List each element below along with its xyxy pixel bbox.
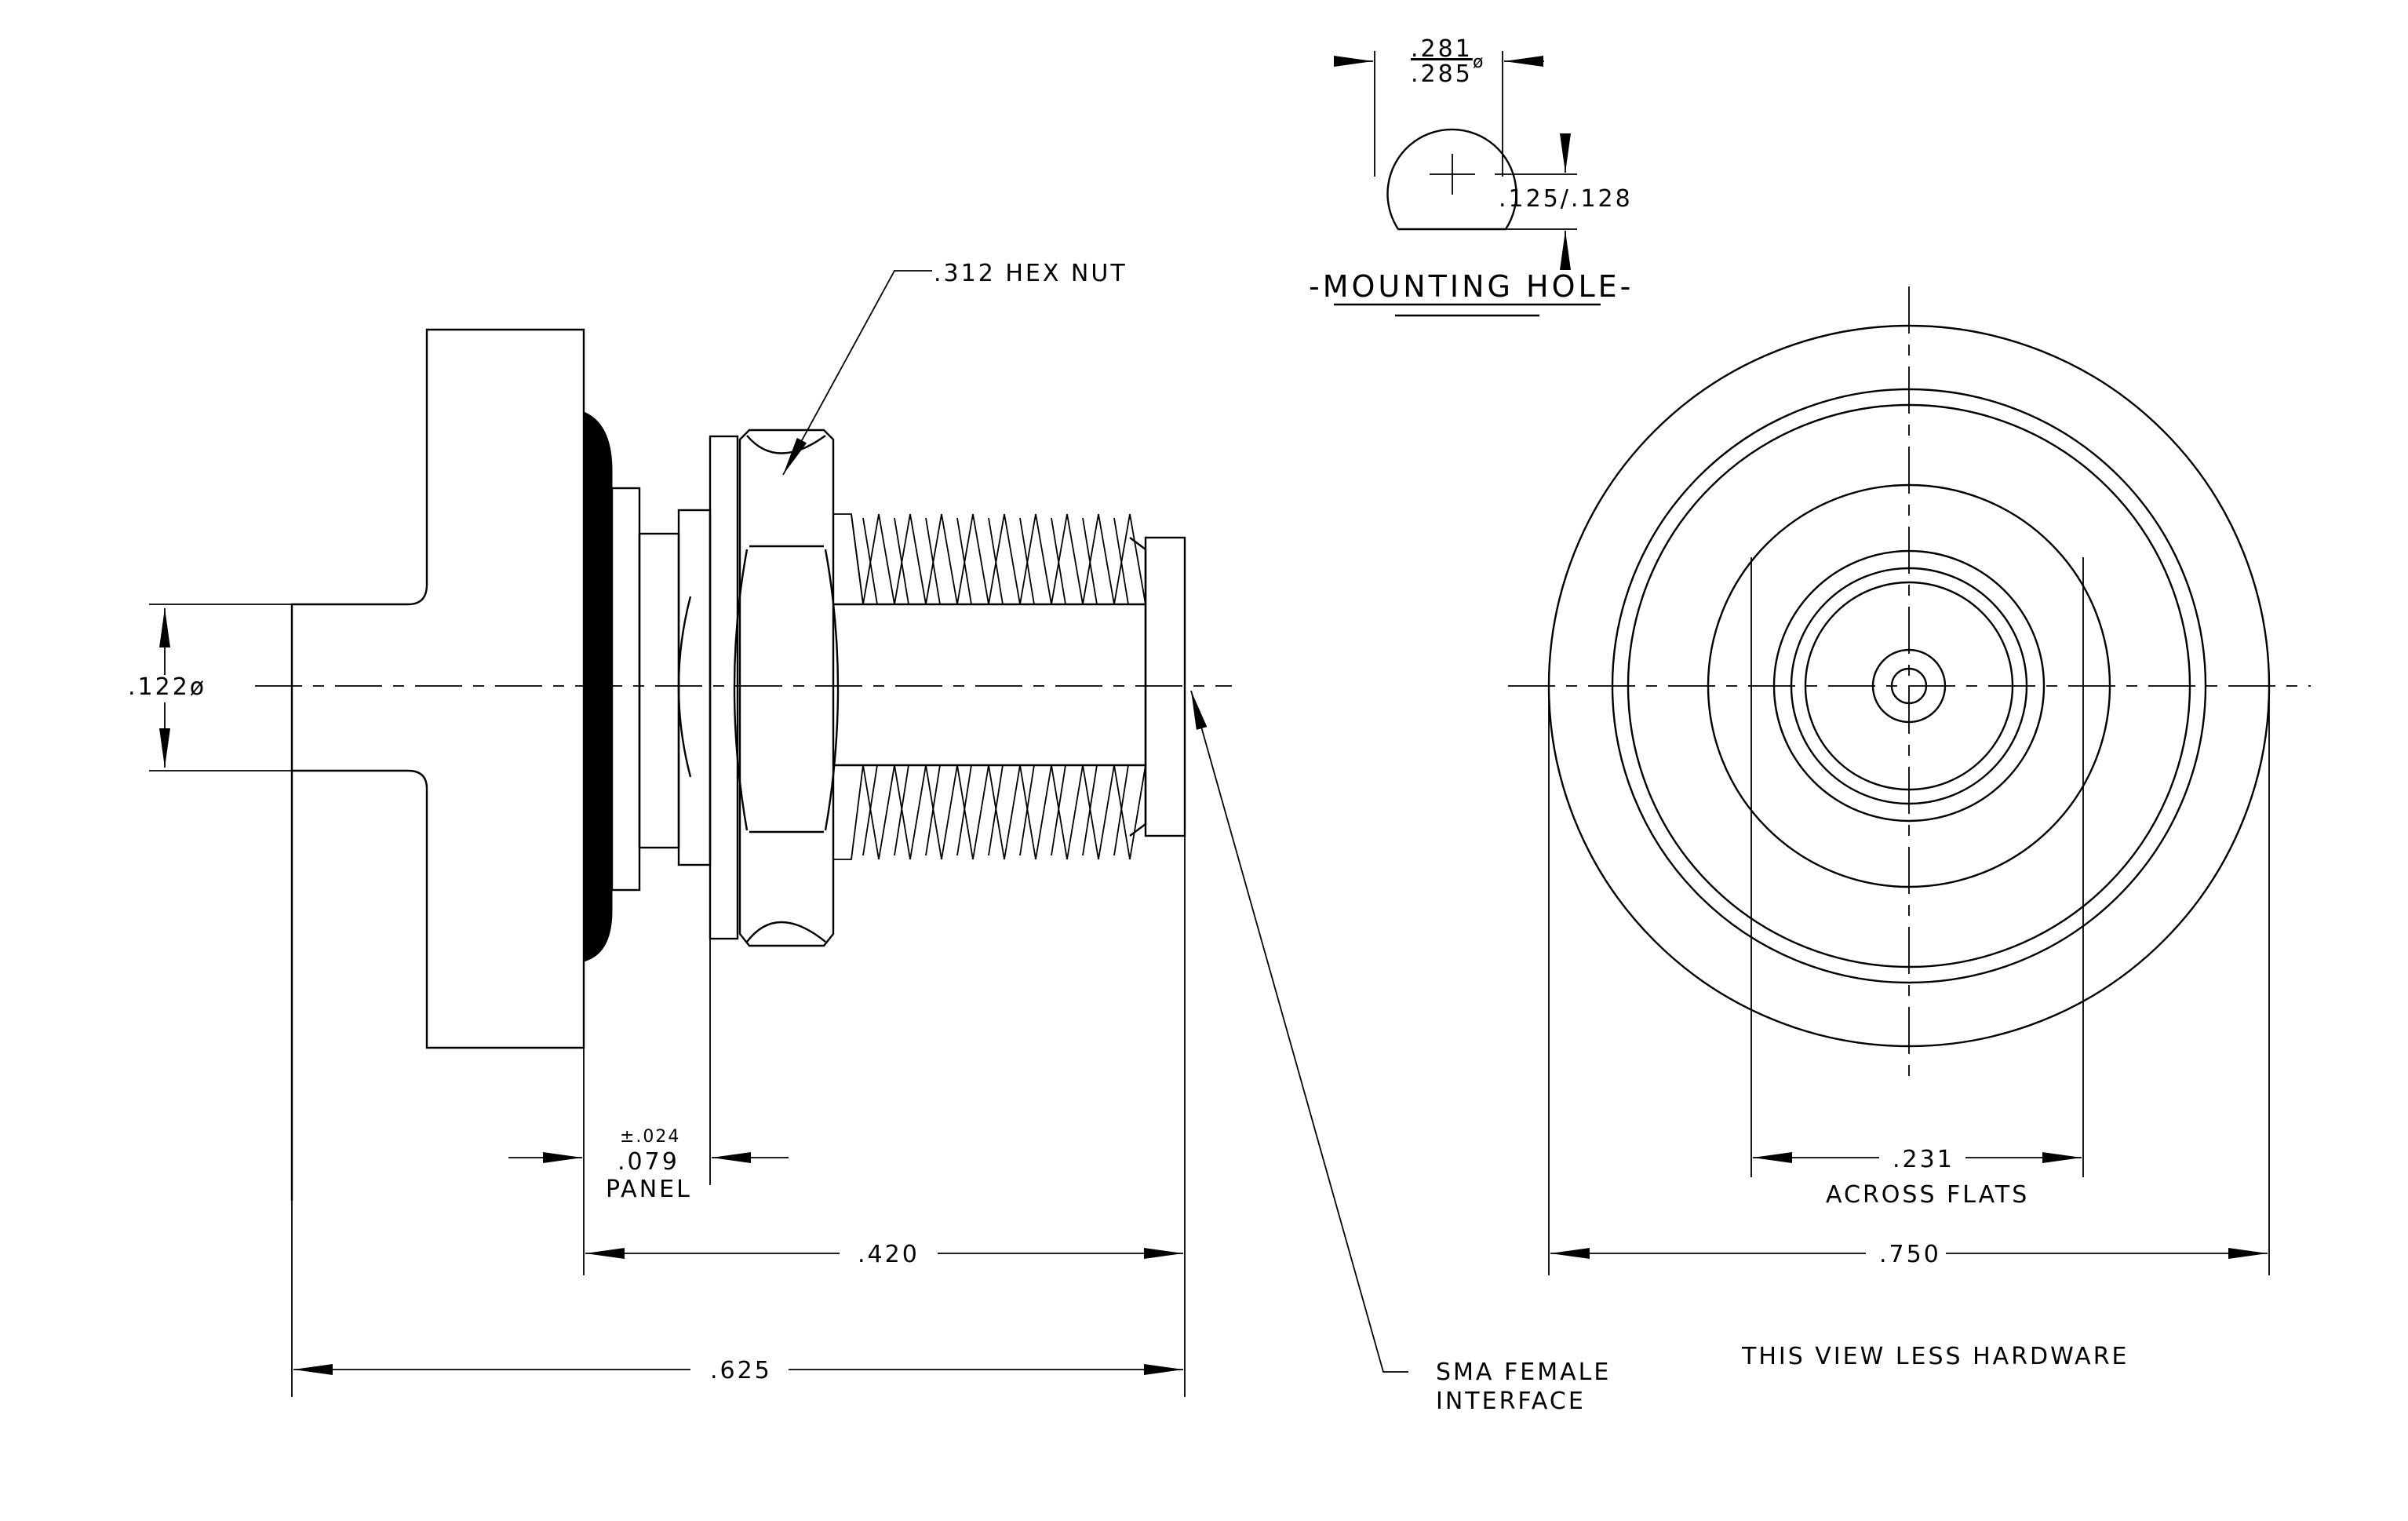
- mounting-hole-outline: [1386, 128, 1517, 231]
- thread-body: [833, 513, 1147, 860]
- flange-step: [610, 487, 641, 892]
- pin-circle-inner: [1890, 667, 1928, 705]
- mounting-hole-title: -MOUNTING HOLE-: [1309, 269, 1634, 304]
- dim-420: .420: [858, 1241, 920, 1268]
- panel-word: PANEL: [606, 1176, 692, 1203]
- hex-nut-label: .312 HEX NUT: [934, 260, 1127, 287]
- lower-thread: [833, 764, 1146, 860]
- upper-thread: [833, 513, 1146, 605]
- panel-value: .079: [617, 1148, 679, 1176]
- body-collar: [638, 532, 680, 849]
- mounting-hole-view: .281 .285 ø .125/.128 -MOUNTING HOLE-: [1309, 35, 1634, 317]
- hex-nut: [733, 429, 840, 947]
- rear-pin: [290, 328, 585, 1201]
- lock-washer: [677, 509, 712, 866]
- sma-label-line2: INTERFACE: [1436, 1388, 1586, 1415]
- outer-flange-circle: [1547, 324, 2271, 1048]
- dim-625: .625: [710, 1357, 772, 1384]
- hole-flat-label: .125/.128: [1499, 185, 1633, 213]
- hole-dia-symbol: ø: [1473, 53, 1485, 72]
- washer-curve: [677, 596, 692, 778]
- front-view: .231 ACROSS FLATS .750 THIS VIEW LESS HA…: [1508, 286, 2311, 1370]
- less-hardware-note: THIS VIEW LESS HARDWARE: [1741, 1343, 2129, 1370]
- across-flats-word: ACROSS FLATS: [1826, 1181, 2029, 1209]
- pin-circle-outer: [1871, 648, 1947, 724]
- across-flats-value: .231: [1893, 1146, 1954, 1173]
- panel-tolerance: ±.024: [620, 1127, 680, 1147]
- sma-label-line1: SMA FEMALE: [1436, 1359, 1611, 1386]
- hole-dia-top: .281: [1411, 35, 1473, 63]
- dim-750: .750: [1879, 1241, 1941, 1268]
- pin-dia-label: .122ø: [128, 673, 206, 701]
- hole-dia-bottom: .285: [1411, 60, 1473, 88]
- gasket: [583, 411, 613, 962]
- front-collar: [1144, 536, 1186, 837]
- side-view: .122ø ±.024 .079 PANEL .420 .625 .312 HE…: [128, 260, 1611, 1415]
- panel-washer: [709, 435, 739, 940]
